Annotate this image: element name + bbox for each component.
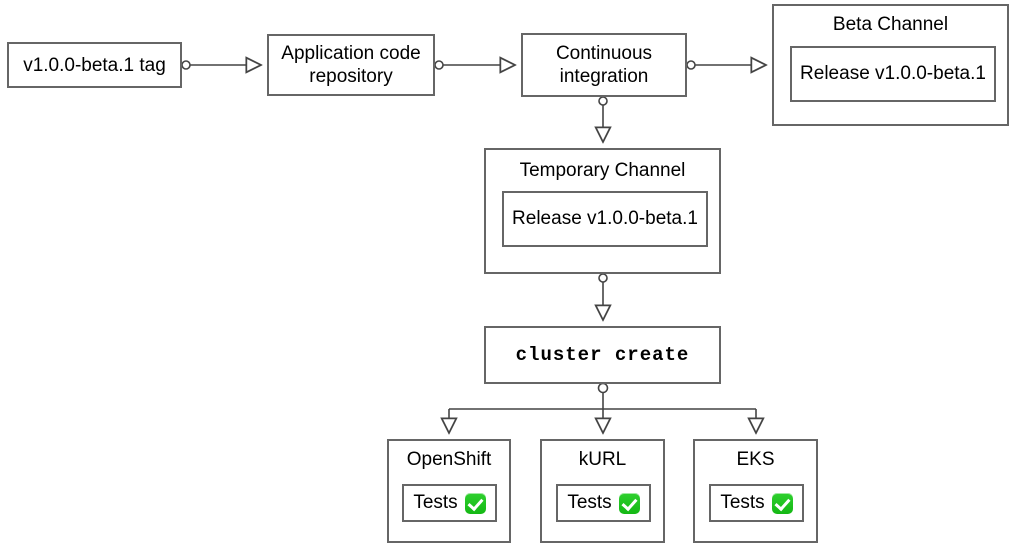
node-application-code-repository[interactable]: Application code repository bbox=[267, 34, 435, 96]
node-eks-title: EKS bbox=[736, 449, 775, 470]
white-check-mark-icon bbox=[618, 492, 640, 514]
node-openshift-tests[interactable]: Tests bbox=[402, 484, 497, 522]
node-kurl-title: kURL bbox=[578, 449, 627, 470]
node-beta-channel-release[interactable]: Release v1.0.0-beta.1 bbox=[790, 46, 996, 102]
edge-ci-to-beta-channel bbox=[686, 61, 766, 69]
node-version-tag[interactable]: v1.0.0-beta.1 tag bbox=[7, 42, 182, 88]
node-kurl-tests-label: Tests bbox=[567, 492, 612, 513]
node-version-tag-label: v1.0.0-beta.1 tag bbox=[23, 54, 166, 76]
edge-temporary-channel-to-cluster-create bbox=[599, 273, 607, 320]
node-eks[interactable]: EKS Tests bbox=[693, 439, 818, 543]
node-temporary-channel-release[interactable]: Release v1.0.0-beta.1 bbox=[502, 191, 708, 247]
node-eks-tests-label: Tests bbox=[720, 492, 765, 513]
edge-repo-to-ci bbox=[434, 61, 515, 69]
node-openshift[interactable]: OpenShift Tests bbox=[387, 439, 511, 543]
node-kurl-tests[interactable]: Tests bbox=[556, 484, 651, 522]
white-check-mark-icon bbox=[771, 492, 793, 514]
node-openshift-title: OpenShift bbox=[406, 449, 492, 470]
node-openshift-tests-label: Tests bbox=[413, 492, 458, 513]
node-temporary-channel[interactable]: Temporary Channel Release v1.0.0-beta.1 bbox=[484, 148, 721, 274]
node-beta-channel-release-label: Release v1.0.0-beta.1 bbox=[800, 63, 986, 84]
node-beta-channel-title: Beta Channel bbox=[832, 14, 949, 35]
node-temporary-channel-title: Temporary Channel bbox=[519, 160, 686, 181]
node-eks-tests[interactable]: Tests bbox=[709, 484, 804, 522]
node-cluster-create-label: cluster create bbox=[515, 343, 690, 366]
edge-ci-to-temporary-channel bbox=[599, 96, 607, 142]
node-continuous-integration-label: Continuous integration bbox=[555, 43, 653, 87]
node-kurl[interactable]: kURL Tests bbox=[540, 439, 665, 543]
node-temporary-channel-release-label: Release v1.0.0-beta.1 bbox=[512, 208, 698, 229]
node-cluster-create[interactable]: cluster create bbox=[484, 326, 721, 384]
node-beta-channel[interactable]: Beta Channel Release v1.0.0-beta.1 bbox=[772, 4, 1009, 126]
node-continuous-integration[interactable]: Continuous integration bbox=[521, 33, 687, 97]
edge-cluster-create-to-targets bbox=[449, 382, 756, 434]
edge-tag-to-repo bbox=[181, 61, 261, 69]
node-application-code-repository-label: Application code repository bbox=[281, 43, 421, 87]
white-check-mark-icon bbox=[464, 492, 486, 514]
